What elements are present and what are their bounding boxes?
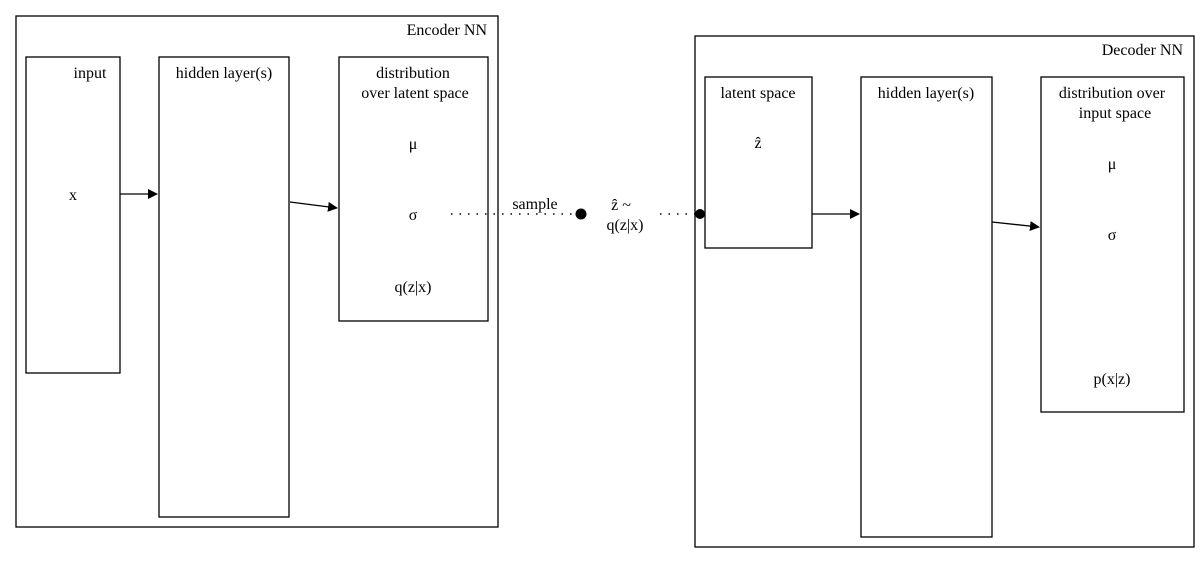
decoder-dist-label-line2: input space (1079, 105, 1151, 122)
latent-entry-point (695, 209, 705, 219)
input-box (25, 56, 121, 374)
encoder-cluster: Encoder NN input x hidden layer(s) distr… (15, 15, 499, 528)
encoder-border (15, 15, 499, 528)
latent-box (704, 76, 813, 249)
encoder-q-label: q(z|x) (395, 279, 432, 296)
encoder-title: Encoder NN (407, 22, 488, 39)
encoder-hidden-label: hidden layer(s) (176, 65, 272, 82)
encoder-dist-box (338, 56, 489, 322)
encoder-hidden-box (158, 56, 290, 518)
edge-hidden-to-dist (289, 201, 338, 212)
decoder-latent-node: latent space ẑ (704, 76, 813, 249)
decoder-dist-node: distribution over input space μ σ p(x|z) (1040, 76, 1185, 413)
sampling-section: sample ẑ ~ q(z|x) (451, 196, 705, 234)
decoder-p-label: p(x|z) (1094, 371, 1131, 388)
zhat-sampled-label: ẑ ~ (611, 197, 631, 214)
sample-label: sample (512, 196, 557, 213)
encoder-input-node: input x (25, 56, 121, 374)
decoder-dist-label-line1: distribution over (1059, 85, 1166, 102)
decoder-hidden-box (860, 76, 993, 538)
decoder-border (694, 35, 1195, 548)
sample-point (575, 208, 587, 220)
encoder-dist-node: distribution over latent space μ σ q(z|x… (338, 56, 489, 322)
edge-hidden-to-output-dist (991, 221, 1040, 232)
decoder-title: Decoder NN (1102, 42, 1184, 59)
decoder-mu-label: μ (1108, 156, 1117, 173)
decoder-sigma-label: σ (1108, 227, 1117, 244)
zhat-q-label: q(z|x) (607, 217, 644, 234)
input-label: input (74, 65, 107, 82)
decoder-hidden-node: hidden layer(s) (860, 76, 993, 538)
decoder-dist-box (1040, 76, 1185, 413)
encoder-hidden-node: hidden layer(s) (158, 56, 290, 518)
decoder-hidden-label: hidden layer(s) (878, 85, 974, 102)
encoder-sigma-label: σ (409, 207, 418, 224)
encoder-dist-label-line1: distribution (376, 65, 450, 82)
decoder-cluster: Decoder NN latent space ẑ hidden layer(s… (694, 35, 1195, 548)
encoder-dist-label-line2: over latent space (361, 85, 469, 102)
input-x-label: x (69, 187, 77, 204)
latent-label: latent space (720, 85, 795, 102)
latent-zhat-label: ẑ (754, 135, 761, 152)
encoder-mu-label: μ (409, 136, 418, 153)
